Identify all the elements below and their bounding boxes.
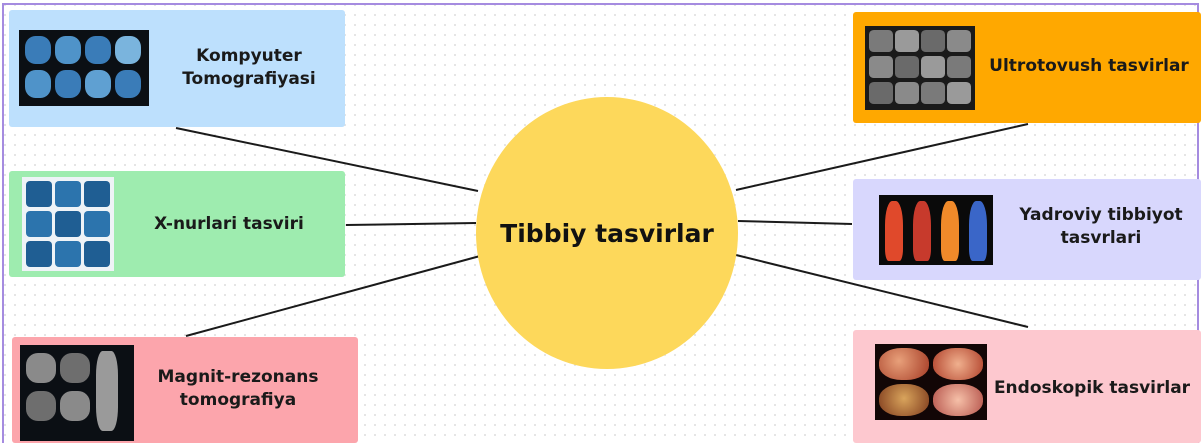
node-mri-label-line2: tomografiya [179,390,297,410]
node-ct-label-line2: Tomografiyasi [182,69,316,89]
connector-endoscopy [735,254,1029,328]
center-label: Tibbiy tasvirlar [500,218,714,248]
xray-thumbnail-icon [22,177,114,271]
mri-thumbnail-icon [20,345,134,441]
ultrasound-thumbnail-icon [865,26,975,110]
node-nuclear-label-line2: tasvrlari [1060,228,1142,248]
node-mri[interactable]: Magnit-rezonans tomografiya [12,337,358,443]
ct-scan-thumbnail-icon [19,30,149,106]
node-endoscopy[interactable]: Endoskopik tasvirlar [853,330,1201,443]
center-ellipse [476,97,738,369]
connector-mri [185,255,481,337]
connector-nuclear [737,220,853,225]
node-ultrasound-label: Ultrotovush tasvirlar [989,55,1189,76]
nuclear-scan-thumbnail-icon [879,195,993,265]
node-xray-label: X-nurlari tasviri [154,213,304,234]
connector-ultrasound [735,123,1029,191]
connector-xray [345,222,477,226]
connector-ct [175,127,479,192]
node-ct-label-line1: Kompyuter [196,46,302,66]
node-endoscopy-label: Endoskopik tasvirlar [993,377,1191,398]
node-mri-label-line1: Magnit-rezonans [157,367,319,387]
node-xray[interactable]: X-nurlari tasviri [9,171,345,277]
node-computed-tomography[interactable]: Kompyuter Tomografiyasi [9,10,345,127]
node-ultrasound[interactable]: Ultrotovush tasvirlar [853,12,1201,123]
endoscopy-thumbnail-icon [875,344,987,420]
node-nuclear-medicine[interactable]: Yadroviy tibbiyot tasvrlari [853,179,1201,280]
node-nuclear-label-line1: Yadroviy tibbiyot [1019,205,1183,225]
